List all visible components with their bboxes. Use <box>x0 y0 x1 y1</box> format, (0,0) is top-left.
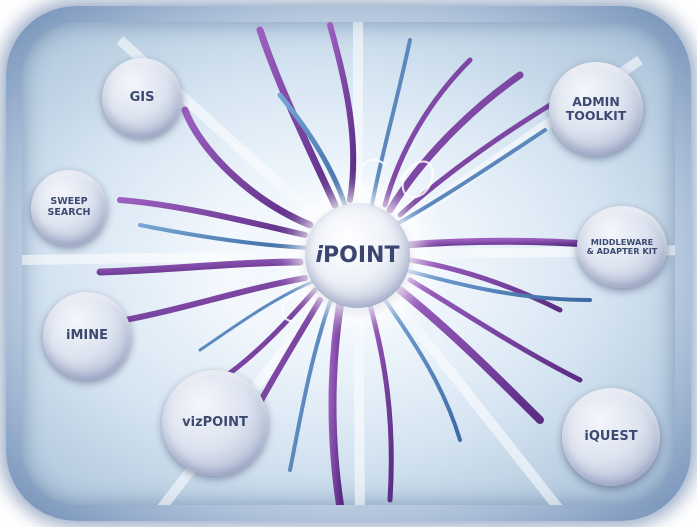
vizpoint-label: vizPOINT <box>182 416 248 431</box>
sweep-search-label: SWEEP SEARCH <box>48 197 91 219</box>
sweep-search-node[interactable]: SWEEP SEARCH <box>31 170 107 246</box>
iquest-label: iQUEST <box>584 430 637 445</box>
admin-toolkit-label: ADMIN TOOLKIT <box>566 95 627 124</box>
ipoint-prefix: i <box>316 243 324 268</box>
imine-label: iMINE <box>66 329 108 344</box>
imine-node[interactable]: iMINE <box>43 292 131 380</box>
vizpoint-node[interactable]: vizPOINT <box>162 370 268 476</box>
gis-label: GIS <box>130 91 155 106</box>
admin-toolkit-node[interactable]: ADMIN TOOLKIT <box>549 62 643 156</box>
iquest-node[interactable]: iQUEST <box>562 388 660 486</box>
ipoint-center-node[interactable]: iPOINT <box>305 203 410 308</box>
gis-node[interactable]: GIS <box>102 58 182 138</box>
middleware-adapter-kit-node[interactable]: MIDDLEWARE & ADAPTER KIT <box>577 206 667 288</box>
ipoint-label: POINT <box>323 243 399 268</box>
middleware-adapter-kit-label: MIDDLEWARE & ADAPTER KIT <box>587 238 658 257</box>
